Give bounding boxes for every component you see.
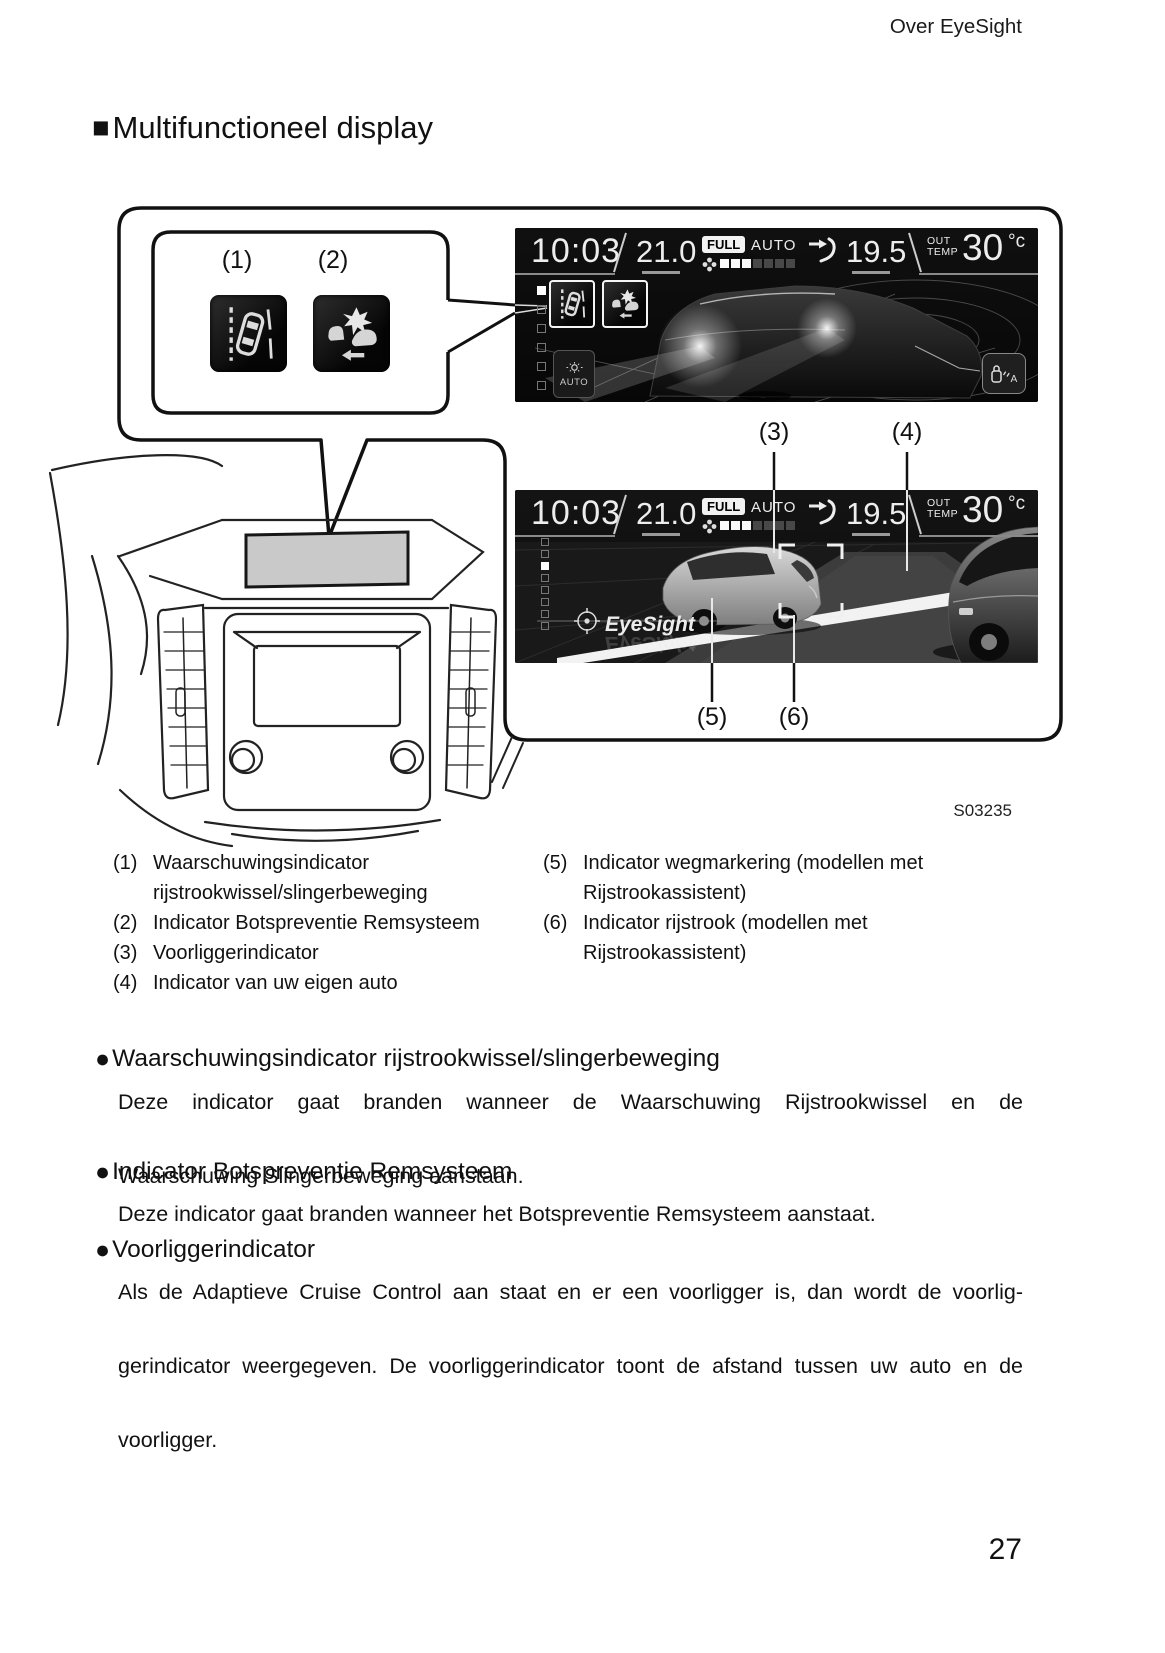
lane-departure-warning-tile: [210, 295, 287, 372]
door-lock-auto-icon: A: [991, 364, 1018, 385]
seat-airflow-icon: [809, 499, 836, 525]
section-paragraph-1: Deze indicator gaat branden wanneer de W…: [118, 1090, 1023, 1188]
section-title-text: Multifunctioneel display: [112, 110, 434, 145]
legend-item-5: (5) Indicator wegmarkering (modellen met…: [543, 852, 924, 904]
clock: 10:03: [531, 232, 622, 270]
callout-label-1: (1): [221, 246, 253, 274]
fan-level-bars: [720, 259, 797, 268]
callout-label-4: (4): [891, 418, 923, 446]
pre-collision-brake-icon: [327, 306, 377, 361]
section-heading-3: ● Voorliggerindicator: [95, 1235, 316, 1264]
bullet-icon: ●: [95, 1157, 111, 1186]
display2-status-bar: 10:03 21.0 FULL AUTO 19.5 OUT TEMP: [515, 490, 1038, 538]
fan-icon: [702, 519, 717, 534]
multifunction-display-area: [244, 530, 410, 589]
svg-text:A: A: [1011, 374, 1018, 385]
multifunction-display-screen-2: EyeSight EyeSight 10:03 21.0 FULL AUTO: [515, 490, 1038, 663]
section-paragraph-3: Als de Adaptieve Cruise Control aan staa…: [118, 1280, 1023, 1452]
cabin-temp: 21.0: [636, 234, 697, 269]
pre-collision-indicator-tile: [602, 280, 648, 328]
seat-temp: 19.5: [846, 496, 907, 531]
seat-airflow-icon: [809, 237, 836, 263]
callout-label-5: (5): [696, 703, 728, 731]
callout-label-2: (2): [317, 246, 349, 274]
lane-departure-indicator-tile: [549, 280, 595, 328]
inset-bubble-fill: [153, 232, 448, 413]
callout-label-3: (3): [758, 418, 790, 446]
clock: 10:03: [531, 494, 622, 532]
inset-pointer-lines: [447, 298, 516, 354]
auto-label: AUTO: [751, 499, 797, 516]
inset-bubble-outline: [151, 230, 450, 415]
cabin-temp: 21.0: [636, 496, 697, 531]
sun-auto-icon: [565, 361, 583, 374]
square-marker-icon: ■: [92, 111, 110, 144]
door-lock-auto-tile: A: [982, 353, 1026, 394]
lane-departure-warning-icon: [228, 306, 273, 361]
multifunction-display-screen-1: 10:03 21.0 FULL AUTO 19.5 OUT TEMP: [515, 228, 1038, 402]
full-badge: FULL: [702, 236, 746, 253]
fan-level-bars: [720, 521, 797, 530]
section-title: ■ Multifunctioneel display: [92, 110, 433, 146]
legend-item-4: (4) Indicator van uw eigen auto: [113, 972, 398, 994]
out-temp-label: OUT TEMP: [927, 235, 959, 258]
out-temp-label: OUT TEMP: [927, 497, 959, 520]
svg-text:EyeSight: EyeSight: [605, 632, 696, 655]
legend-right-column: (5) Indicator wegmarkering (modellen met…: [543, 848, 1013, 968]
page-header: Over EyeSight: [889, 15, 1022, 38]
outside-temp-unit: °c: [1008, 231, 1026, 252]
pre-collision-indicator-icon: [612, 289, 639, 319]
bullet-icon: ●: [95, 1235, 111, 1264]
legend-item-2: (2) Indicator Botspreventie Remsysteem: [113, 912, 480, 934]
section-heading-1: ● Waarschuwingsindicator rijstrookwissel…: [95, 1044, 720, 1073]
fan-icon: [702, 257, 717, 272]
auto-light-tile: AUTO: [553, 350, 595, 398]
section-paragraph-2: Deze indicator gaat branden wanneer het …: [118, 1202, 876, 1226]
auto-label: AUTO: [751, 237, 797, 254]
bullet-icon: ●: [95, 1044, 111, 1073]
outside-temp-unit: °c: [1008, 493, 1026, 514]
legend-item-3: (3) Voorliggerindicator: [113, 942, 319, 964]
figure-code: S03235: [953, 801, 1012, 820]
page-number: 27: [988, 1533, 1022, 1566]
section-heading-2: ● Indicator Botspreventie Remsysteem: [95, 1157, 513, 1186]
lane-departure-indicator-icon: [561, 289, 586, 319]
full-badge: FULL: [702, 498, 746, 515]
seat-temp: 19.5: [846, 234, 907, 269]
dashboard-drawing: [48, 454, 524, 848]
pre-collision-brake-tile: [313, 295, 390, 372]
callout-label-6: (6): [778, 703, 810, 731]
outside-temp: 30: [962, 228, 1004, 268]
outside-temp: 30: [962, 490, 1004, 530]
auto-light-label: AUTO: [559, 377, 589, 388]
display1-status-bar: 10:03 21.0 FULL AUTO 19.5 OUT TEMP: [515, 228, 1038, 276]
